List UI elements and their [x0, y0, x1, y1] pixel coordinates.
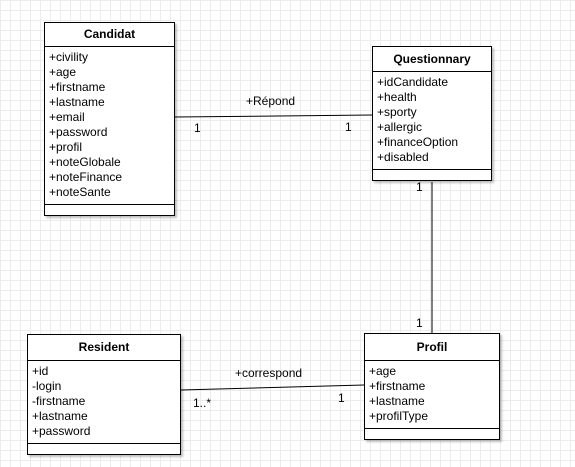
- association-correspond-line[interactable]: [180, 384, 365, 391]
- attribute-lastname: +lastname: [49, 95, 105, 109]
- attribute-age: +age: [49, 65, 77, 79]
- attribute-civility: +civility: [49, 50, 89, 64]
- attribute-finance-option: +financeOption: [377, 135, 459, 149]
- class-resident-name: Resident: [28, 335, 180, 361]
- attribute-profil: +profil: [49, 140, 83, 154]
- attribute-firstname: -firstname: [32, 394, 86, 408]
- attribute-login: -login: [32, 379, 62, 393]
- association-questionnary-profil-source-multiplicity: 1: [416, 180, 423, 194]
- class-candidat[interactable]: Candidat +civility +age +firstname +last…: [44, 22, 175, 216]
- attribute-sporty: +sporty: [377, 105, 417, 119]
- attribute-lastname: +lastname: [32, 409, 88, 423]
- attribute-firstname: +firstname: [369, 379, 426, 393]
- attribute-id-candidate: +idCandidate: [377, 75, 449, 89]
- attribute-disabled: +disabled: [377, 150, 429, 164]
- attribute-health: +health: [377, 90, 417, 104]
- class-candidat-name: Candidat: [45, 23, 174, 47]
- class-profil-attributes: +age +firstname +lastname +profilType: [365, 361, 499, 429]
- association-correspond-source-multiplicity: 1..*: [193, 396, 212, 410]
- attribute-email: +email: [49, 110, 85, 124]
- class-questionnary-operations: [373, 170, 491, 180]
- class-questionnary-attributes: +idCandidate +health +sporty +allergic +…: [373, 72, 491, 170]
- association-correspond-target-multiplicity: 1: [338, 391, 345, 405]
- class-questionnary[interactable]: Questionnary +idCandidate +health +sport…: [372, 46, 492, 181]
- association-repond-source-multiplicity: 1: [194, 121, 201, 135]
- association-repond-label: +Répond: [246, 94, 296, 108]
- association-repond-target-multiplicity: 1: [345, 120, 352, 134]
- attribute-password: +password: [32, 424, 91, 438]
- association-questionnary-profil-target-multiplicity: 1: [416, 316, 423, 330]
- class-profil-name: Profil: [365, 334, 499, 361]
- class-candidat-operations: [45, 205, 174, 215]
- attribute-id: +id: [32, 364, 49, 378]
- attribute-firstname: +firstname: [49, 80, 106, 94]
- attribute-lastname: +lastname: [369, 394, 425, 408]
- class-profil[interactable]: Profil +age +firstname +lastname +profil…: [364, 333, 500, 440]
- attribute-note-sante: +noteSante: [49, 185, 111, 199]
- attribute-note-globale: +noteGlobale: [49, 155, 121, 169]
- class-profil-operations: [365, 429, 499, 439]
- class-resident-operations: [28, 444, 180, 454]
- association-correspond-label: +correspond: [235, 366, 303, 380]
- class-resident-attributes: +id -login -firstname +lastname +passwor…: [28, 361, 180, 444]
- attribute-allergic: +allergic: [377, 120, 423, 134]
- class-questionnary-name: Questionnary: [373, 47, 491, 72]
- class-resident[interactable]: Resident +id -login -firstname +lastname…: [27, 334, 181, 455]
- attribute-age: +age: [369, 364, 397, 378]
- class-candidat-attributes: +civility +age +firstname +lastname +ema…: [45, 47, 174, 205]
- attribute-password: +password: [49, 125, 108, 139]
- attribute-note-finance: +noteFinance: [49, 170, 123, 184]
- attribute-profil-type: +profilType: [369, 409, 429, 423]
- association-repond-line[interactable]: [174, 114, 373, 118]
